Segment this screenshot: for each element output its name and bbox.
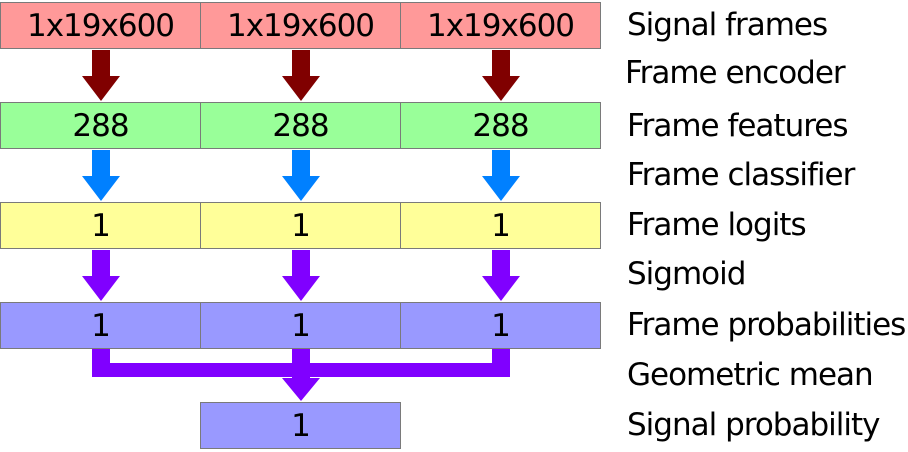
label-frame-encoder: Frame encoder xyxy=(625,55,846,91)
geometric-mean-head xyxy=(282,377,320,401)
signal-frames-cell-2: 1x19x600 xyxy=(200,2,401,49)
signal-frames-cell-1: 1x19x600 xyxy=(0,2,201,49)
frame-probabilities-cell-1: 1 xyxy=(0,302,201,349)
sigmoid-arrow-2 xyxy=(282,250,320,301)
geometric-mean-arrow xyxy=(92,349,510,401)
frame-probabilities-cell-3: 1 xyxy=(400,302,601,349)
frame-encoder-arrow-2 xyxy=(282,50,320,101)
frame-encoder-arrows xyxy=(82,50,520,101)
label-frame-probabilities: Frame probabilities xyxy=(627,307,906,343)
geometric-mean-bar xyxy=(92,363,510,377)
frame-logits-cell-3: 1 xyxy=(400,202,601,249)
frame-classifier-arrows xyxy=(82,150,520,201)
label-geometric-mean: Geometric mean xyxy=(627,357,874,393)
sigmoid-arrow-3 xyxy=(482,250,520,301)
label-signal-probability: Signal probability xyxy=(627,407,880,443)
label-sigmoid: Sigmoid xyxy=(627,256,746,292)
frame-features-cell-2: 288 xyxy=(200,102,401,149)
signal-frames-cell-3: 1x19x600 xyxy=(400,2,601,49)
label-frame-classifier: Frame classifier xyxy=(627,157,855,193)
frame-encoder-arrow-3 xyxy=(482,50,520,101)
frame-classifier-arrow-3 xyxy=(482,150,520,201)
label-frame-logits: Frame logits xyxy=(627,207,807,243)
sigmoid-arrow-1 xyxy=(82,250,120,301)
frame-features-cell-1: 288 xyxy=(0,102,201,149)
sigmoid-arrows xyxy=(82,250,520,301)
frame-encoder-arrow-1 xyxy=(82,50,120,101)
frame-features-cell-3: 288 xyxy=(400,102,601,149)
frame-probabilities-cell-2: 1 xyxy=(200,302,401,349)
label-signal-frames: Signal frames xyxy=(627,7,828,43)
frame-classifier-arrow-1 xyxy=(82,150,120,201)
frame-logits-cell-1: 1 xyxy=(0,202,201,249)
frame-logits-cell-2: 1 xyxy=(200,202,401,249)
frame-classifier-arrow-2 xyxy=(282,150,320,201)
label-frame-features: Frame features xyxy=(627,108,849,144)
signal-probability-cell: 1 xyxy=(200,402,401,449)
